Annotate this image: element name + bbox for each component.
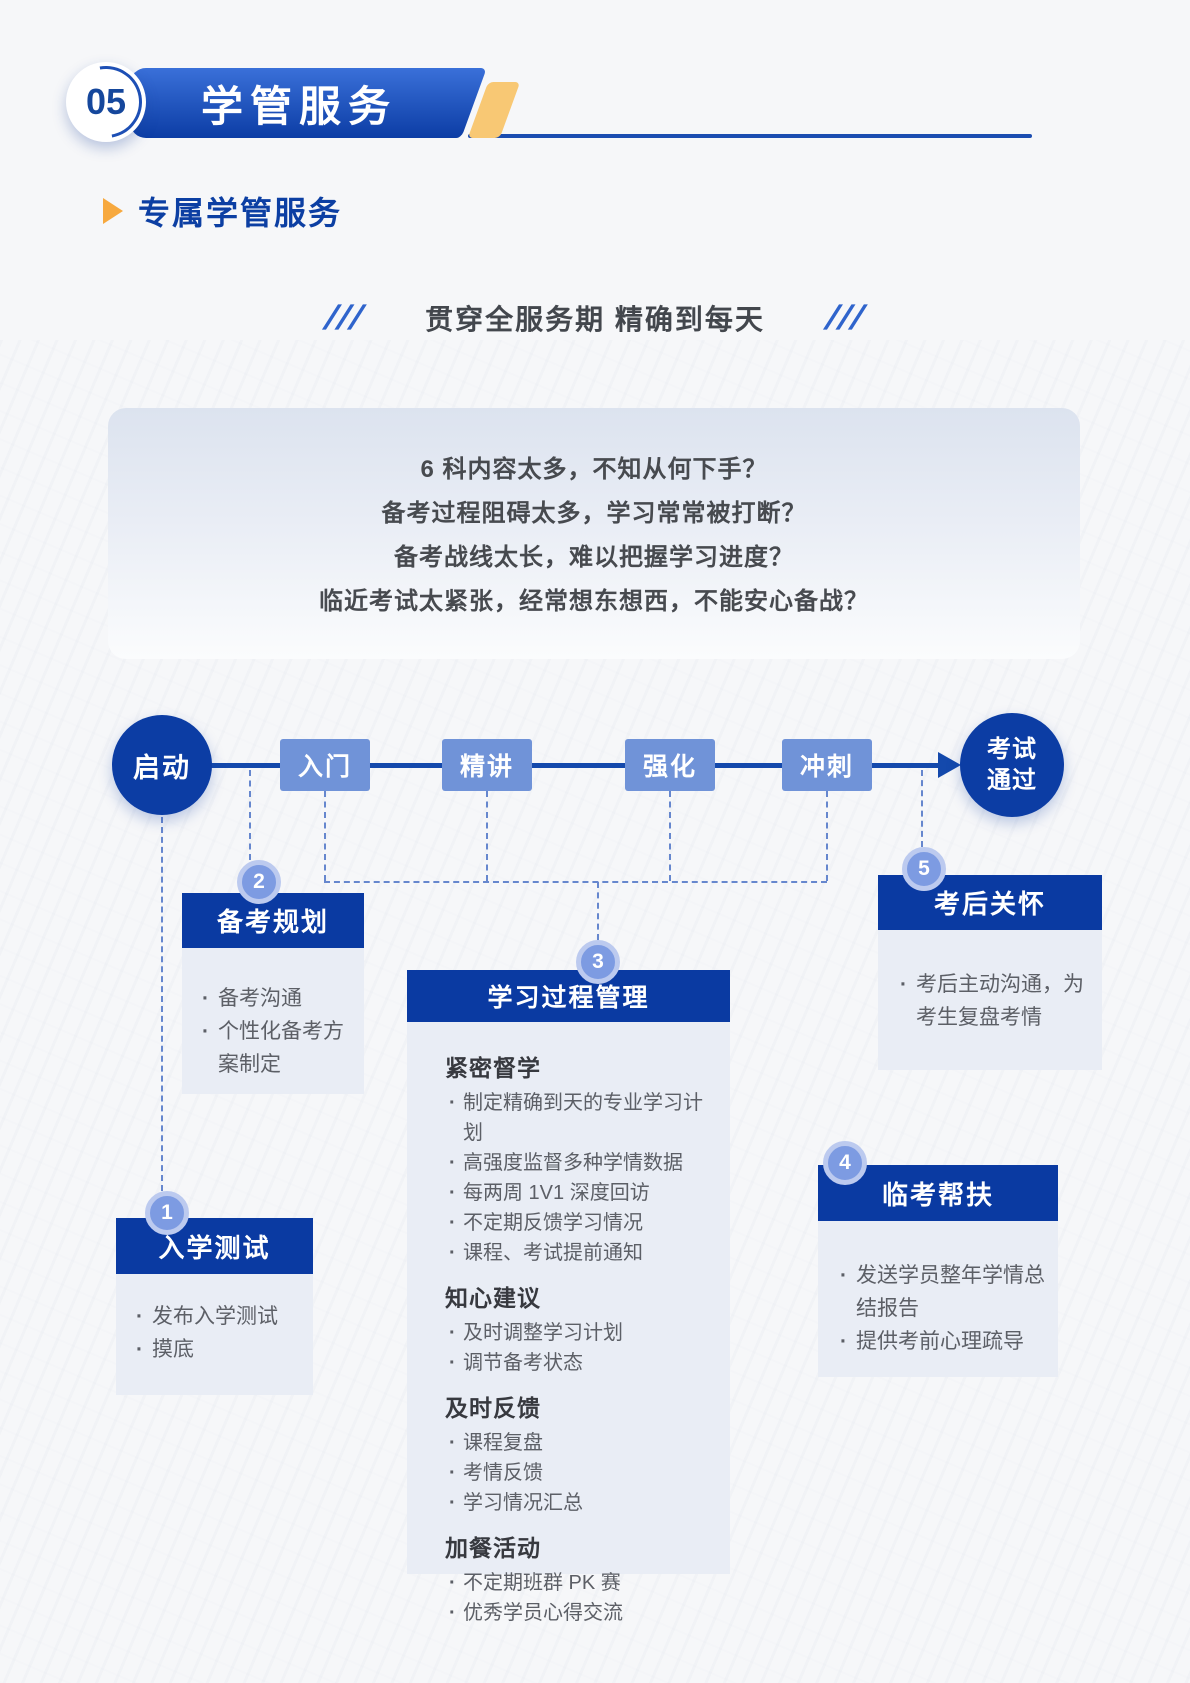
timeline-stage-label: 入门 bbox=[297, 753, 352, 781]
step-item: 发布入学测试 bbox=[132, 1300, 303, 1333]
dashed-connector bbox=[826, 791, 828, 881]
step-card-title: 学习过程管理 bbox=[407, 970, 730, 1022]
pain-point: 备考战线太长，难以把握学习进度？ bbox=[394, 544, 794, 571]
step-item: 不定期班群 PK 赛 bbox=[445, 1568, 720, 1598]
step-number-badge: 5 bbox=[902, 847, 946, 891]
card3-section-extras: 加餐活动 不定期班群 PK 赛 优秀学员心得交流 bbox=[445, 1532, 720, 1628]
slash-decoration-icon: /// bbox=[822, 298, 870, 337]
subtitle-text: 贯穿全服务期 精确到每天 bbox=[425, 304, 765, 335]
timeline-start-node: 启动 bbox=[112, 715, 212, 815]
step-number: 3 bbox=[592, 950, 604, 973]
step-item: 不定期反馈学习情况 bbox=[445, 1208, 720, 1238]
dashed-connector bbox=[161, 817, 163, 1191]
step-item: 调节备考状态 bbox=[445, 1348, 720, 1378]
dashed-connector bbox=[597, 882, 599, 940]
step-number-badge: 4 bbox=[823, 1141, 867, 1185]
step-item: 考情反馈 bbox=[445, 1458, 720, 1488]
step-item: 考后主动沟通，为考生复盘考情 bbox=[896, 968, 1094, 1034]
card3-section-feedback: 及时反馈 课程复盘 考情反馈 学习情况汇总 bbox=[445, 1392, 720, 1518]
step-number: 1 bbox=[161, 1201, 173, 1224]
timeline-line bbox=[200, 763, 940, 768]
slash-decoration-icon: /// bbox=[321, 298, 368, 337]
step-item: 摸底 bbox=[132, 1333, 303, 1366]
pain-points-card: 6 科内容太多，不知从何下手？ 备考过程阻碍太多，学习常常被打断？ 备考战线太长… bbox=[108, 408, 1080, 659]
timeline-stage: 入门 bbox=[280, 739, 370, 791]
step-number-badge: 2 bbox=[237, 860, 281, 904]
timeline-stage-label: 冲刺 bbox=[799, 753, 854, 781]
step-card-prep-planning: 备考规划 备考沟通 个性化备考方案制定 bbox=[182, 893, 364, 1094]
card3-section-heading: 加餐活动 bbox=[445, 1535, 541, 1561]
step-card-body: 备考沟通 个性化备考方案制定 bbox=[182, 948, 364, 1094]
step-item: 备考沟通 bbox=[198, 982, 356, 1015]
pain-point: 备考过程阻碍太多，学习常常被打断？ bbox=[381, 500, 807, 527]
step-number: 2 bbox=[253, 870, 265, 893]
dashed-connector bbox=[324, 881, 827, 883]
step-item: 每两周 1V1 深度回访 bbox=[445, 1178, 720, 1208]
dashed-connector bbox=[921, 770, 923, 847]
step-card-title: 考后关怀 bbox=[878, 875, 1102, 930]
subtitle-row: /// 贯穿全服务期 精确到每天 /// bbox=[0, 295, 1190, 341]
sub-section-title: 专属学管服务 bbox=[138, 195, 343, 231]
section-number: 05 bbox=[85, 81, 127, 122]
step-item: 课程、考试提前通知 bbox=[445, 1238, 720, 1268]
step-number: 5 bbox=[918, 857, 930, 880]
step-item: 高强度监督多种学情数据 bbox=[445, 1148, 720, 1178]
pain-point: 6 科内容太多，不知从何下手？ bbox=[420, 456, 768, 483]
dashed-connector bbox=[249, 770, 251, 860]
step-item: 提供考前心理疏导 bbox=[836, 1325, 1048, 1358]
sub-section-heading: 专属学管服务 bbox=[103, 188, 342, 234]
step-card-body: 紧密督学 制定精确到天的专业学习计划 高强度监督多种学情数据 每两周 1V1 深… bbox=[407, 1022, 730, 1628]
step-card-body: 发布入学测试 摸底 bbox=[116, 1274, 313, 1395]
step-item: 制定精确到天的专业学习计划 bbox=[445, 1088, 720, 1148]
timeline-stage: 强化 bbox=[625, 739, 715, 791]
step-item: 发送学员整年学情总结报告 bbox=[836, 1259, 1048, 1325]
step-card-learning-process: 学习过程管理 紧密督学 制定精确到天的专业学习计划 高强度监督多种学情数据 每两… bbox=[407, 970, 730, 1628]
card3-section-heading: 紧密督学 bbox=[445, 1055, 541, 1081]
step-item: 课程复盘 bbox=[445, 1428, 720, 1458]
triangle-bullet-icon bbox=[103, 198, 123, 224]
step-card-title: 入学测试 bbox=[116, 1218, 313, 1274]
step-card-title: 备考规划 bbox=[182, 893, 364, 948]
timeline-stage-label: 精讲 bbox=[459, 753, 514, 781]
dashed-connector bbox=[486, 791, 488, 881]
step-number-badge: 1 bbox=[145, 1191, 189, 1235]
card3-section-advice: 知心建议 及时调整学习计划 调节备考状态 bbox=[445, 1282, 720, 1378]
card3-section-heading: 知心建议 bbox=[445, 1285, 541, 1311]
step-number-badge: 3 bbox=[576, 940, 620, 984]
card3-section-heading: 及时反馈 bbox=[445, 1395, 541, 1421]
timeline-arrowhead-icon bbox=[938, 752, 961, 778]
step-card-pre-exam-support: 临考帮扶 发送学员整年学情总结报告 提供考前心理疏导 bbox=[818, 1165, 1058, 1377]
timeline-end-label-line2: 通过 bbox=[987, 767, 1037, 794]
timeline-stage: 精讲 bbox=[442, 739, 532, 791]
timeline-stage: 冲刺 bbox=[782, 739, 872, 791]
section-banner: 学管服务 bbox=[130, 68, 462, 138]
step-number: 4 bbox=[839, 1151, 851, 1174]
step-card-body: 发送学员整年学情总结报告 提供考前心理疏导 bbox=[818, 1221, 1058, 1377]
pain-point: 临近考试太紧张，经常想东想西，不能安心备战？ bbox=[319, 588, 869, 615]
page-title: 学管服务 bbox=[200, 82, 397, 130]
step-card-body: 考后主动沟通，为考生复盘考情 bbox=[878, 930, 1102, 1070]
banner-underline bbox=[468, 134, 1032, 138]
step-item: 学习情况汇总 bbox=[445, 1488, 720, 1518]
timeline-end-node: 考试 通过 bbox=[960, 713, 1064, 817]
step-item: 个性化备考方案制定 bbox=[198, 1015, 356, 1081]
dashed-connector bbox=[669, 791, 671, 881]
timeline-stage-label: 强化 bbox=[642, 753, 697, 781]
step-card-entrance-test: 入学测试 发布入学测试 摸底 bbox=[116, 1218, 313, 1395]
section-number-badge: 05 bbox=[66, 62, 146, 142]
timeline-start-label: 启动 bbox=[133, 752, 191, 783]
card3-section-supervision: 紧密督学 制定精确到天的专业学习计划 高强度监督多种学情数据 每两周 1V1 深… bbox=[445, 1052, 720, 1268]
step-item: 及时调整学习计划 bbox=[445, 1318, 720, 1348]
dashed-connector bbox=[324, 791, 326, 881]
step-item: 优秀学员心得交流 bbox=[445, 1598, 720, 1628]
timeline-end-label-line1: 考试 bbox=[987, 736, 1037, 763]
step-card-post-exam-care: 考后关怀 考后主动沟通，为考生复盘考情 bbox=[878, 875, 1102, 1070]
